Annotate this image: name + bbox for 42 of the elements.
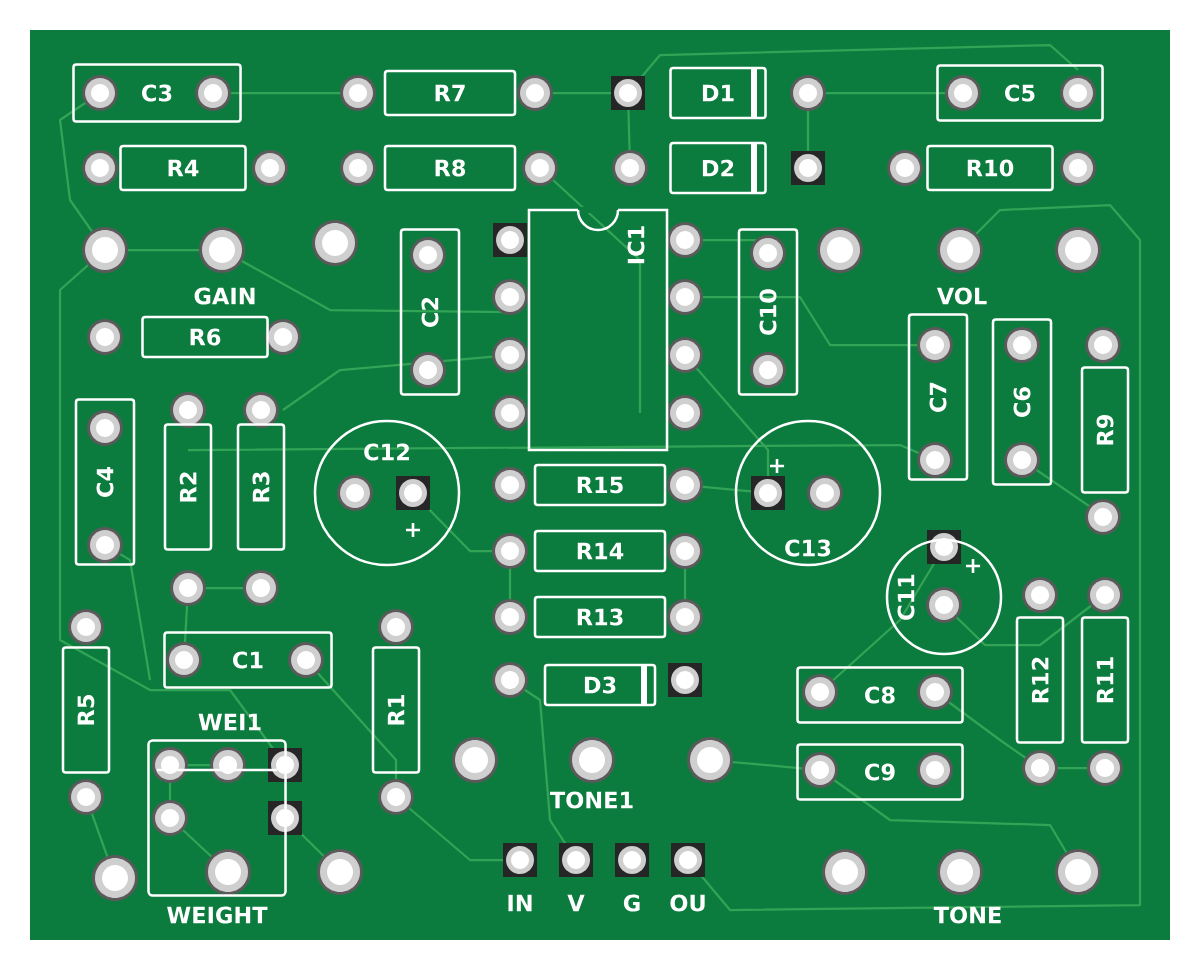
silkscreen-label: OU bbox=[670, 894, 705, 912]
component-outline: R1 bbox=[371, 646, 421, 774]
silkscreen-label: IN bbox=[508, 894, 532, 912]
silkscreen-label: G bbox=[623, 894, 640, 912]
component-outline: C4 bbox=[74, 398, 136, 566]
component-outline: R9 bbox=[1080, 366, 1130, 494]
component-outline: C9 bbox=[796, 743, 964, 801]
component-outline: R6 bbox=[141, 315, 269, 359]
silkscreen-label: TONE bbox=[933, 906, 1001, 924]
component-outline: R8 bbox=[383, 144, 517, 192]
component-outline: R7 bbox=[383, 69, 517, 117]
component-outline: R14 bbox=[533, 529, 667, 573]
silkscreen-label: + bbox=[965, 558, 981, 574]
component-outline: C7 bbox=[907, 313, 969, 481]
component-outline: R5 bbox=[61, 646, 111, 774]
component-outline: R12 bbox=[1015, 616, 1065, 744]
silkscreen-label: + bbox=[405, 522, 421, 538]
component-outline: C8 bbox=[796, 666, 964, 724]
diode-outline: D1 bbox=[669, 66, 767, 120]
component-outline: R11 bbox=[1080, 616, 1130, 744]
component-outline: C6 bbox=[991, 318, 1053, 486]
node-label: WEIGHT bbox=[167, 906, 268, 924]
silkscreen-label: TONE1 bbox=[549, 791, 633, 809]
component-outline: R15 bbox=[533, 463, 667, 507]
component-outline: R3 bbox=[236, 423, 286, 551]
component-outline: C3 bbox=[72, 63, 242, 123]
silkscreen-label: V bbox=[567, 894, 585, 912]
component-outline: C1 bbox=[163, 631, 333, 689]
diode-outline: D3 bbox=[543, 663, 657, 707]
component-outline: C5 bbox=[936, 64, 1104, 122]
component-outline: R2 bbox=[163, 423, 213, 551]
chip-outline: IC1 bbox=[527, 207, 669, 452]
potentiometer-outline: WEI1 WEIGHT bbox=[147, 713, 287, 924]
diode-outline: D2 bbox=[669, 141, 767, 195]
node-label: WEI1 bbox=[198, 713, 261, 731]
component-outline: R10 bbox=[926, 144, 1054, 192]
component-outline: C10 bbox=[737, 228, 799, 396]
silkscreen-label: VOL bbox=[936, 287, 987, 305]
silkscreen-label: + bbox=[769, 458, 785, 474]
component-outline: C2 bbox=[399, 228, 461, 396]
component-outline: R4 bbox=[119, 144, 247, 192]
component-outline: R13 bbox=[533, 595, 667, 639]
